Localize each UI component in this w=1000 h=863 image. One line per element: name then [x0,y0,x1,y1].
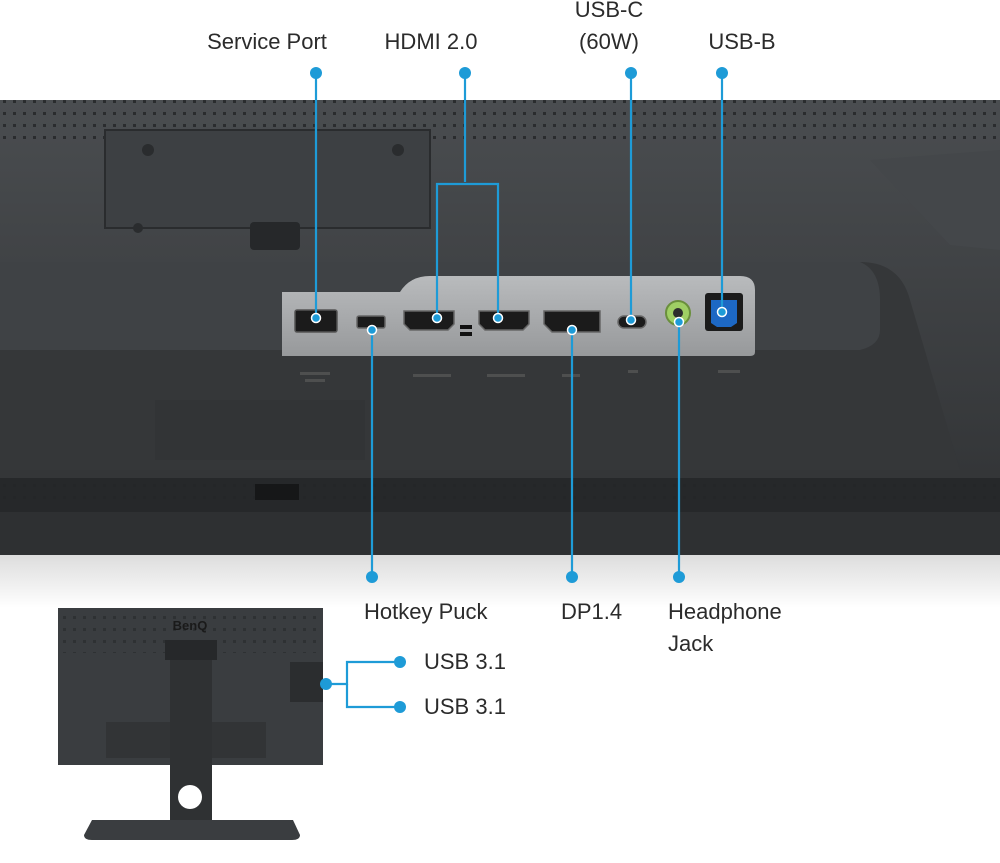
label-headphone-line2: Jack [668,631,714,656]
monitor-thumbnail: BenQ [58,608,332,840]
label-usb-c-line1: USB-C [574,0,644,22]
callout-lines [314,73,724,709]
label-service-port: Service Port [207,29,327,54]
brand-logo: BenQ [173,618,208,633]
hdmi-port-icon [478,310,530,331]
label-usb-c: USB-C (60W) [575,0,643,58]
callout-dots [310,67,728,713]
label-headphone-line1: Headphone [668,599,782,624]
monitor-rear-closeup [0,100,1000,608]
label-dp: DP1.4 [561,599,623,624]
label-hotkey-puck: Hotkey Puck [364,599,488,624]
label-usb31-top: USB 3.1 [424,649,506,674]
label-headphone-jack: Headphone Jack [668,596,782,660]
label-hdmi: HDMI 2.0 [384,29,478,54]
label-usb-c-line2: (60W) [579,29,639,54]
label-usb-b: USB-B [708,29,776,54]
label-usb31-bottom: USB 3.1 [424,694,506,719]
hdmi-port-icon [403,310,455,331]
cable-hole-icon [178,785,202,809]
